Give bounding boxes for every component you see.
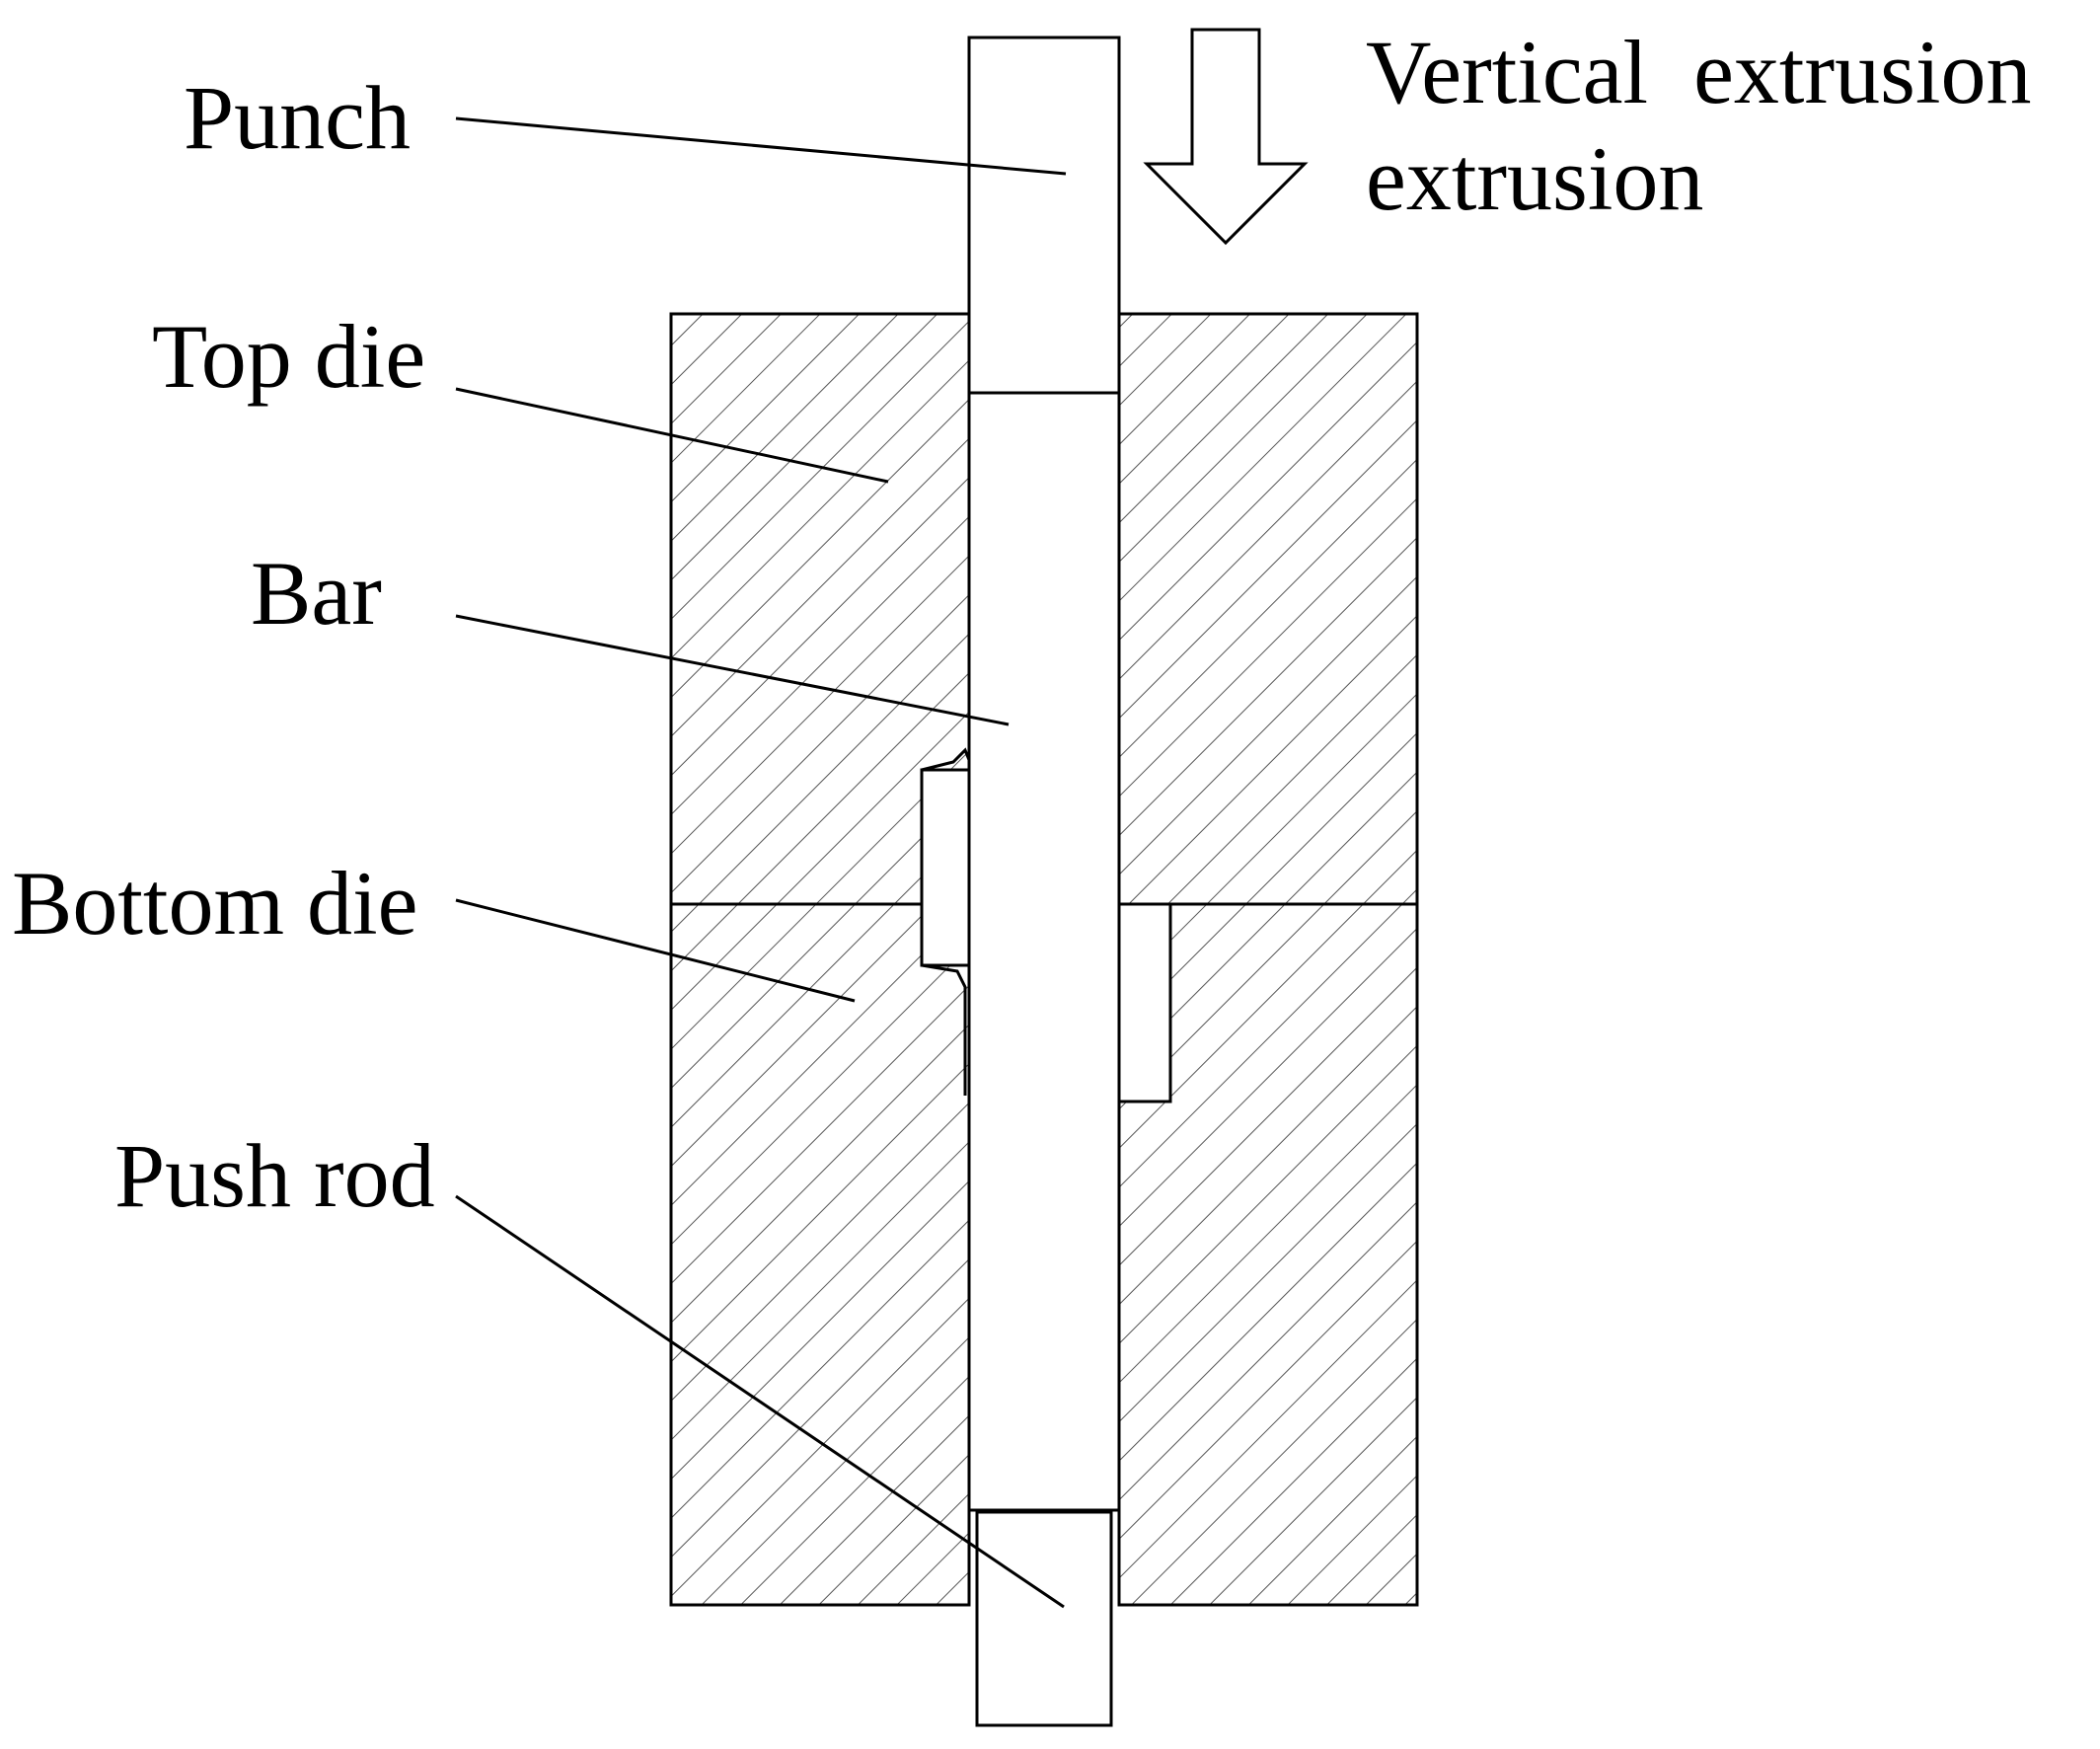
- bar-leader: [455, 614, 1010, 726]
- top-die-leader: [455, 387, 889, 484]
- label-top-die: Top die: [152, 306, 425, 407]
- bar: [967, 391, 1121, 1512]
- punch: [967, 36, 1121, 395]
- push-rod: [975, 1510, 1113, 1727]
- top-die: [669, 312, 1419, 906]
- label-direction-line2: extrusion: [1366, 128, 1703, 229]
- label-bar: Bar: [251, 543, 382, 644]
- bottom-die-leader: [455, 898, 856, 1003]
- push-rod-leader: [455, 1194, 1065, 1609]
- label-push-rod: Push rod: [114, 1125, 435, 1226]
- label-direction-line1: Vertical extrusion: [1366, 22, 2031, 122]
- label-punch: Punch: [184, 67, 411, 168]
- label-bottom-die: Bottom die: [12, 853, 417, 953]
- arrow-down-outline-icon: [1143, 28, 1309, 246]
- punch-leader: [455, 116, 1067, 176]
